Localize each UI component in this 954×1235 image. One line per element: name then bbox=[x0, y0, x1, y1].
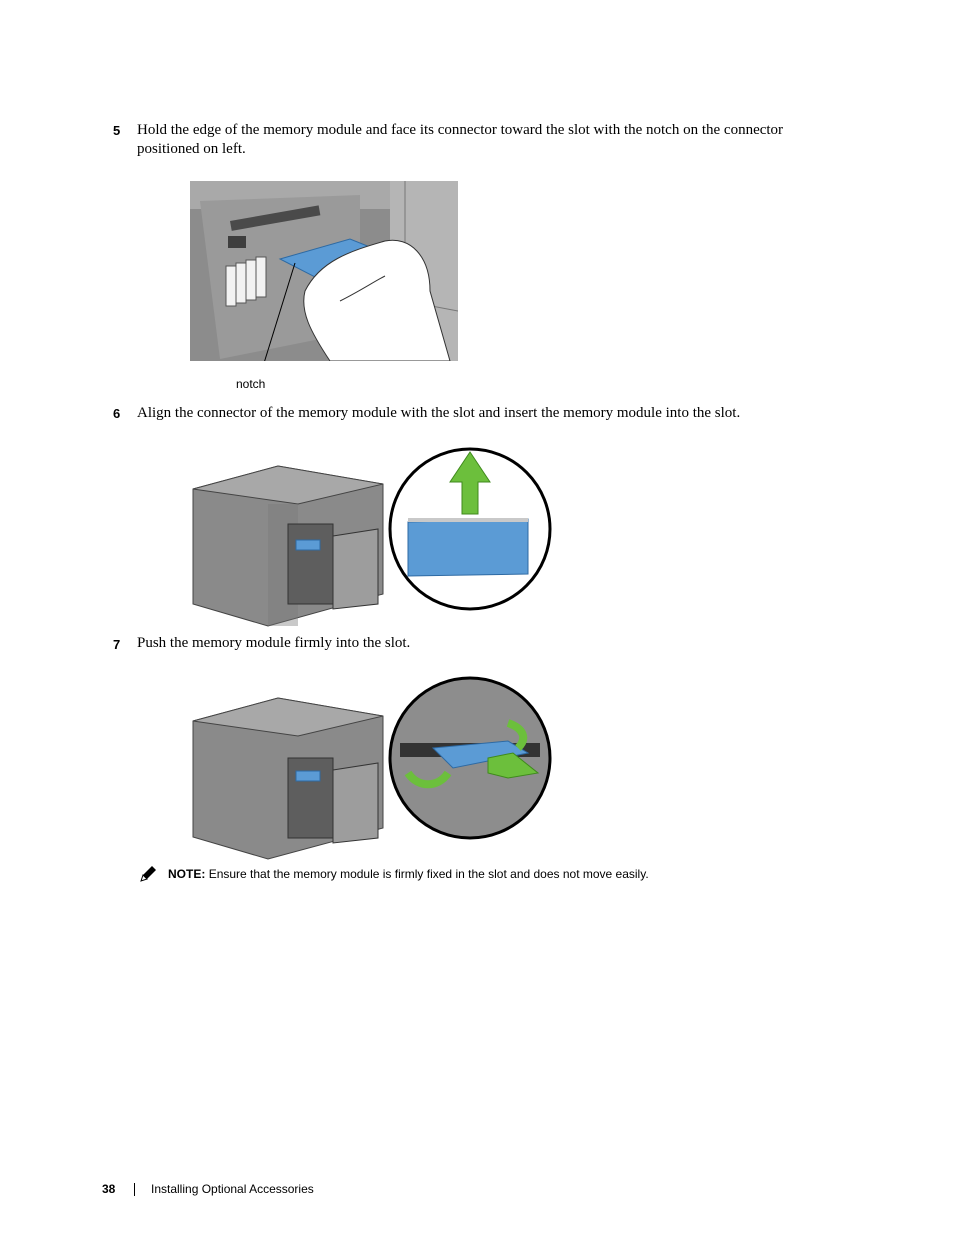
curved-arrow-icon bbox=[404, 719, 528, 789]
footer-section-title: Installing Optional Accessories bbox=[151, 1182, 314, 1196]
note-body: Ensure that the memory module is firmly … bbox=[208, 867, 649, 881]
note-label: NOTE: bbox=[168, 867, 206, 881]
note-pencil-icon bbox=[140, 866, 156, 882]
push-arrow-icon bbox=[487, 752, 540, 779]
page-number: 38 bbox=[102, 1182, 116, 1196]
step-7-number: 7 bbox=[113, 637, 121, 652]
heatsink bbox=[225, 256, 267, 307]
zoom-circle bbox=[388, 447, 552, 611]
step-7-text: Push the memory module firmly into the s… bbox=[137, 635, 411, 651]
step-5-number: 5 bbox=[113, 123, 121, 138]
zoom-circle bbox=[388, 676, 552, 840]
printer-illustration bbox=[192, 697, 384, 860]
step-5-text-line1: Hold the edge of the memory module and f… bbox=[137, 122, 784, 138]
figure-push-module bbox=[192, 676, 552, 860]
note-text: NOTE: Ensure that the memory module is f… bbox=[168, 867, 649, 881]
step-6-text: Align the connector of the memory module… bbox=[137, 405, 741, 421]
step-6-number: 6 bbox=[113, 406, 121, 421]
figure-memory-module-hold bbox=[190, 181, 458, 361]
note-block: NOTE: Ensure that the memory module is f… bbox=[138, 864, 649, 884]
up-arrow-icon bbox=[449, 451, 491, 515]
footer-separator bbox=[134, 1183, 135, 1196]
notch-callout: notch bbox=[236, 377, 266, 391]
printer-illustration bbox=[192, 465, 384, 627]
figure-align-module bbox=[192, 447, 552, 627]
step-5-text: Hold the edge of the memory module and f… bbox=[137, 121, 837, 159]
step-5-text-line2: positioned on left. bbox=[137, 141, 246, 157]
